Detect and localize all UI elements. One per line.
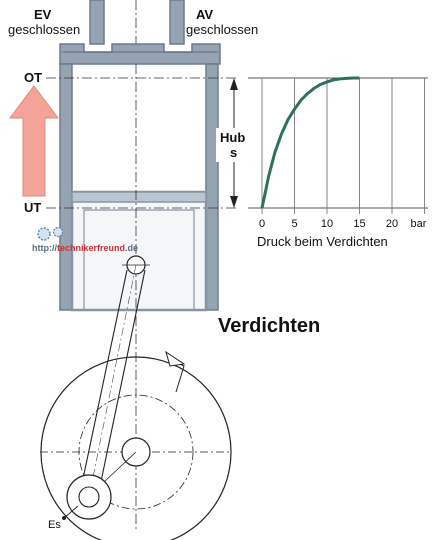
chart-x-tick-label: 0 <box>259 218 265 230</box>
piston-crown <box>71 191 207 203</box>
watermark-text: http://technikerfreund.de <box>32 243 138 253</box>
cylinder-wall-left <box>59 63 73 311</box>
stroke-symbol: s <box>230 145 237 160</box>
gear-icon <box>37 227 51 241</box>
watermark-prefix: http:// <box>32 243 57 253</box>
watermark-name: technikerfreund <box>57 243 125 253</box>
intake-valve-label: EV <box>34 7 52 22</box>
crank-pin-inner <box>78 486 100 508</box>
chart-x-tick-label: 15 <box>353 218 365 230</box>
eccentric-label: Es <box>48 519 61 531</box>
chart-x-tick-label: 20 <box>386 218 398 230</box>
connecting-rod-left <box>79 269 128 494</box>
chart-x-tick-label: 5 <box>291 218 297 230</box>
chart-ticks: 0 5 10 15 20 bar <box>259 218 427 230</box>
chart-series-line <box>260 76 360 209</box>
exhaust-valve-label: AV <box>196 7 213 22</box>
cylinder-head <box>59 43 221 65</box>
exhaust-valve-state: geschlossen <box>186 22 258 37</box>
stroke-arrow-bottom <box>230 196 238 208</box>
connecting-rod-right <box>97 269 146 497</box>
piston-inner-outline <box>83 209 195 310</box>
upward-motion-arrow <box>9 85 59 197</box>
chart-x-tick-label: 10 <box>321 218 333 230</box>
watermark-suffix: .de <box>125 243 138 253</box>
exhaust-valve-stem <box>169 0 185 45</box>
ut-label: UT <box>24 200 41 215</box>
stroke-label: Hub <box>220 130 245 145</box>
eccentric-dot <box>62 516 66 520</box>
connecting-rod-center <box>88 264 137 498</box>
watermark: http://technikerfreund.de <box>32 226 138 253</box>
chart-x-label: Druck beim Verdichten <box>257 234 388 249</box>
chart-x-tick-label: bar <box>411 218 427 230</box>
intake-valve-state: geschlossen <box>8 22 80 37</box>
stroke-arrow-top <box>230 78 238 90</box>
page-title: Verdichten <box>218 315 320 337</box>
stroke-label-bg <box>216 128 252 162</box>
pressure-chart: 0 5 10 15 20 bar Druck beim Verdichten <box>248 76 428 249</box>
ot-label: OT <box>24 70 42 85</box>
chart-grid <box>261 78 425 214</box>
intake-valve-stem <box>89 0 105 45</box>
cylinder-wall-right <box>205 63 219 311</box>
rotation-arrow-head <box>165 350 186 367</box>
gear-icon-small <box>52 226 64 238</box>
eccentric-pointer <box>63 505 79 519</box>
